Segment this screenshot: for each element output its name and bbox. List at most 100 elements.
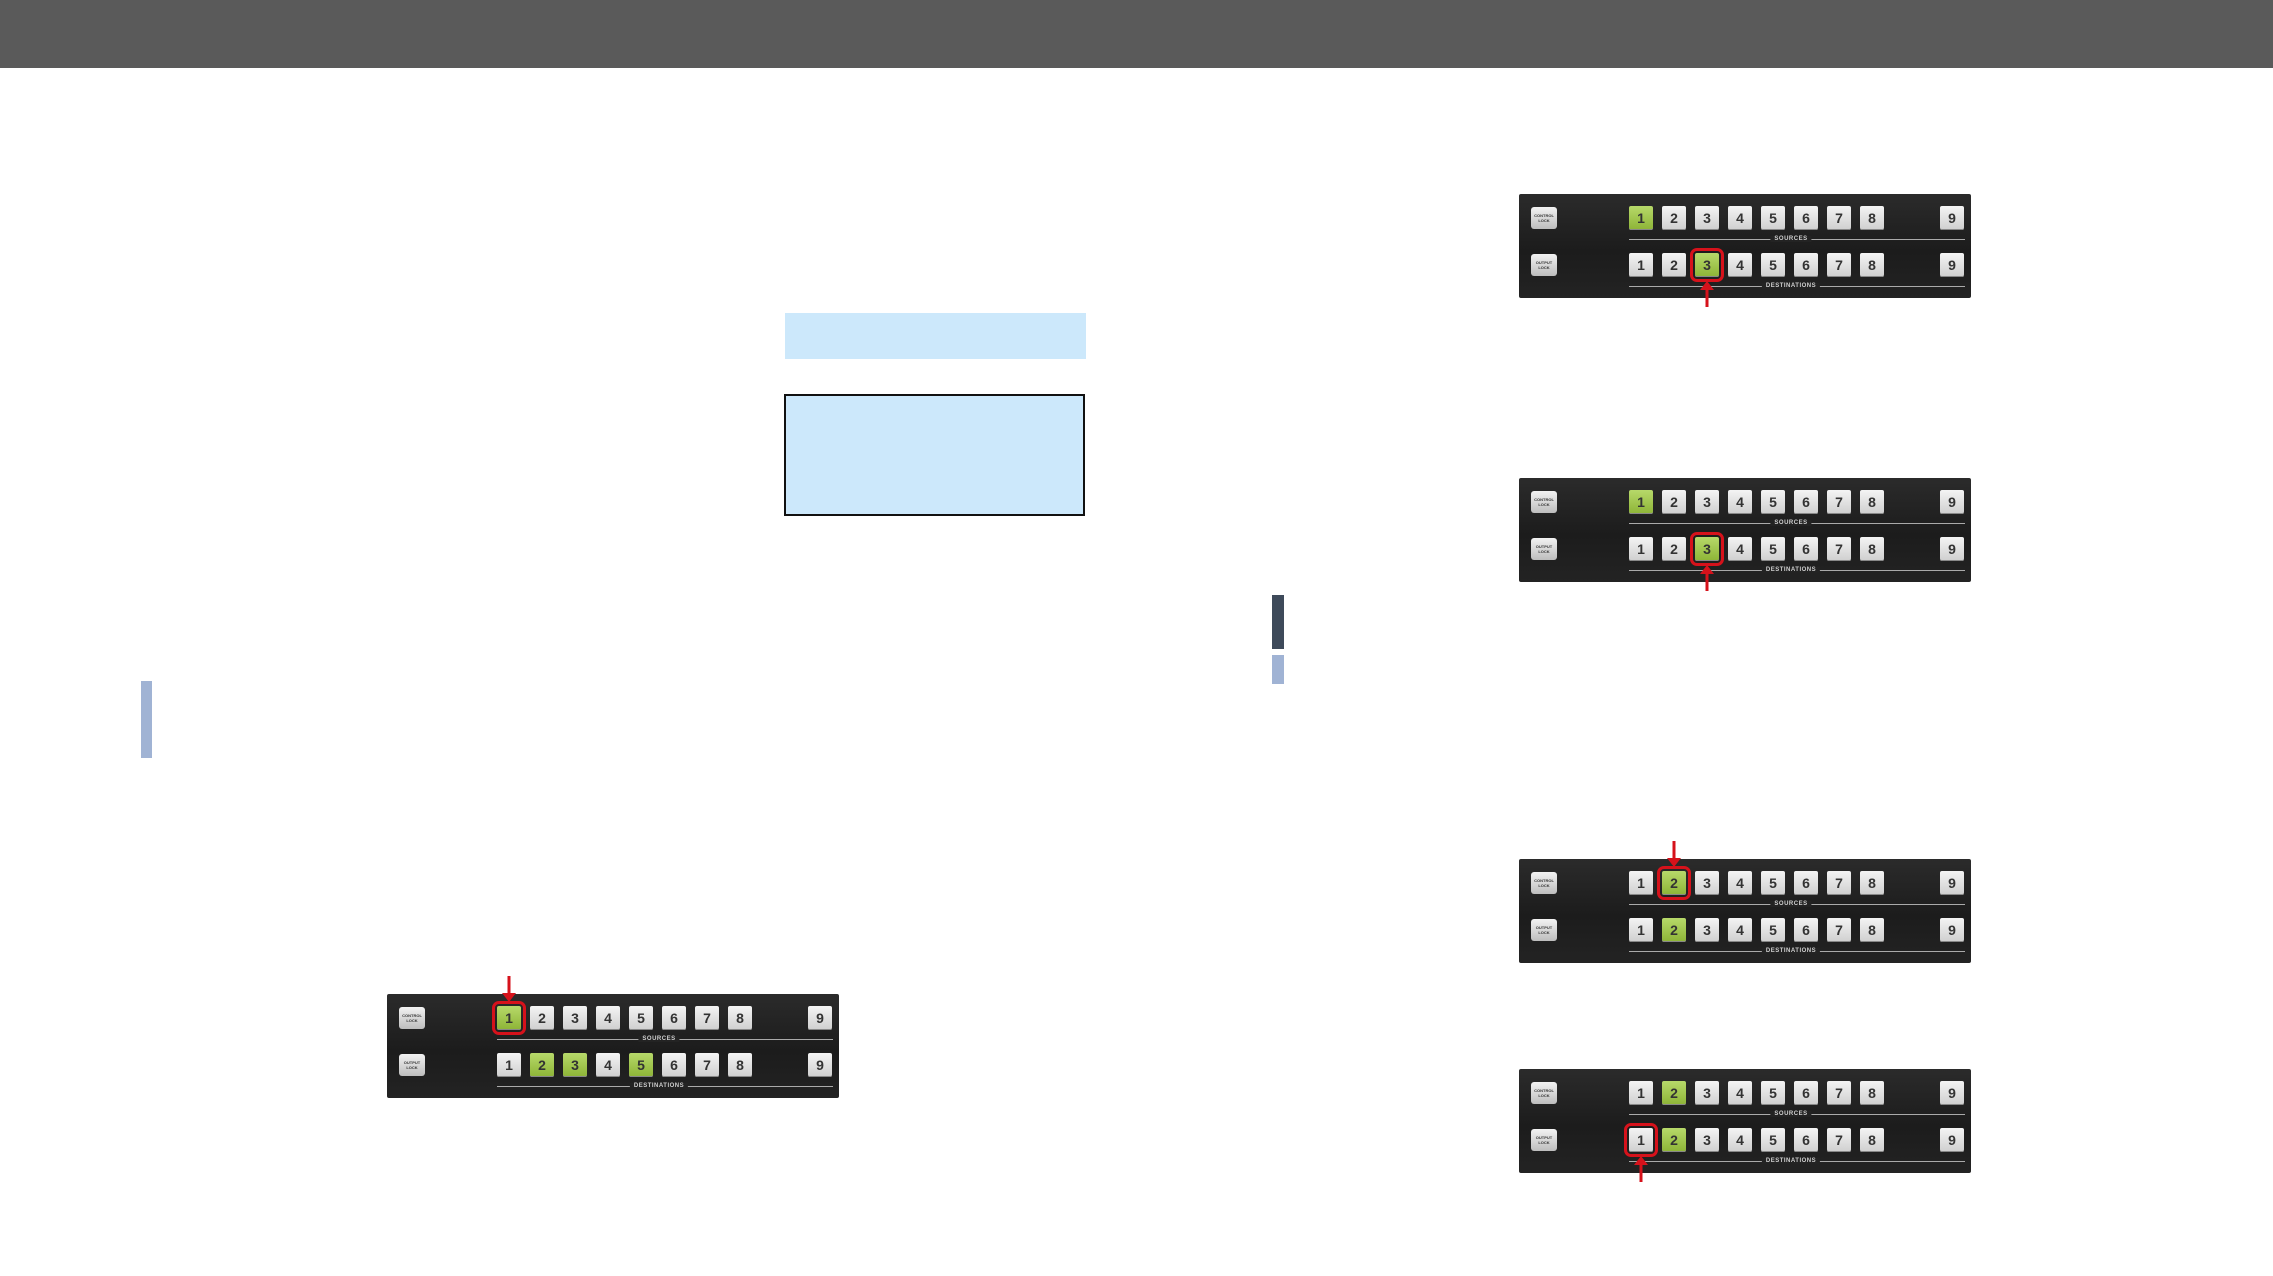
source-key-7[interactable]: 7 [1827, 490, 1851, 514]
destination-key-3[interactable]: 3 [1695, 1128, 1719, 1152]
destination-key-7[interactable]: 7 [1827, 253, 1851, 277]
source-key-6[interactable]: 6 [1794, 871, 1818, 895]
source-key-9[interactable]: 9 [1940, 1081, 1964, 1105]
source-key-4[interactable]: 4 [1728, 1081, 1752, 1105]
destination-key-5[interactable]: 5 [1761, 537, 1785, 561]
source-key-5[interactable]: 5 [1761, 1081, 1785, 1105]
source-key-4[interactable]: 4 [1728, 206, 1752, 230]
source-key-2[interactable]: 2 [1662, 1081, 1686, 1105]
source-key-7[interactable]: 7 [695, 1006, 719, 1030]
source-key-3[interactable]: 3 [1695, 871, 1719, 895]
source-key-5[interactable]: 5 [1761, 490, 1785, 514]
destination-key-3[interactable]: 3 [1695, 918, 1719, 942]
destination-key-8[interactable]: 8 [1860, 1128, 1884, 1152]
source-key-9[interactable]: 9 [1940, 206, 1964, 230]
destination-key-2[interactable]: 2 [1662, 1128, 1686, 1152]
source-key-7[interactable]: 7 [1827, 206, 1851, 230]
source-key-3[interactable]: 3 [1695, 1081, 1719, 1105]
source-key-6[interactable]: 6 [1794, 206, 1818, 230]
source-key-1[interactable]: 1 [1629, 490, 1653, 514]
destination-key-1[interactable]: 1 [1629, 537, 1653, 561]
destination-key-6[interactable]: 6 [1794, 537, 1818, 561]
source-key-4[interactable]: 4 [1728, 490, 1752, 514]
destination-key-9[interactable]: 9 [1940, 253, 1964, 277]
source-key-6[interactable]: 6 [662, 1006, 686, 1030]
destination-key-5[interactable]: 5 [1761, 918, 1785, 942]
source-key-4[interactable]: 4 [1728, 871, 1752, 895]
destination-key-3[interactable]: 3 [1690, 248, 1724, 282]
destination-key-9[interactable]: 9 [1940, 1128, 1964, 1152]
destination-key-4[interactable]: 4 [1728, 918, 1752, 942]
source-key-6[interactable]: 6 [1794, 490, 1818, 514]
destination-key-9[interactable]: 9 [1940, 537, 1964, 561]
source-key-1[interactable]: 1 [1629, 206, 1653, 230]
destination-key-8[interactable]: 8 [1860, 537, 1884, 561]
destination-key-9[interactable]: 9 [1940, 918, 1964, 942]
destination-key-1[interactable]: 1 [1624, 1123, 1658, 1157]
destination-key-3[interactable]: 3 [1690, 532, 1724, 566]
destination-key-2[interactable]: 2 [1662, 918, 1686, 942]
destination-key-1[interactable]: 1 [1629, 918, 1653, 942]
destination-key-5[interactable]: 5 [1761, 1128, 1785, 1152]
destination-key-8[interactable]: 8 [1860, 918, 1884, 942]
source-key-5[interactable]: 5 [1761, 871, 1785, 895]
source-key-8[interactable]: 8 [1860, 206, 1884, 230]
destination-key-2[interactable]: 2 [1662, 537, 1686, 561]
source-key-6[interactable]: 6 [1794, 1081, 1818, 1105]
source-key-4[interactable]: 4 [596, 1006, 620, 1030]
destination-key-5[interactable]: 5 [629, 1053, 653, 1077]
source-key-2[interactable]: 2 [1657, 866, 1691, 900]
destination-key-4[interactable]: 4 [1728, 537, 1752, 561]
destination-key-7[interactable]: 7 [1827, 918, 1851, 942]
source-key-9[interactable]: 9 [1940, 871, 1964, 895]
destination-key-6[interactable]: 6 [662, 1053, 686, 1077]
source-key-8[interactable]: 8 [1860, 1081, 1884, 1105]
destination-key-4[interactable]: 4 [596, 1053, 620, 1077]
source-key-1[interactable]: 1 [1629, 871, 1653, 895]
source-key-2[interactable]: 2 [1662, 490, 1686, 514]
source-key-2[interactable]: 2 [1662, 206, 1686, 230]
destination-key-7[interactable]: 7 [695, 1053, 719, 1077]
source-key-8[interactable]: 8 [728, 1006, 752, 1030]
destination-key-2[interactable]: 2 [1662, 253, 1686, 277]
destination-key-9[interactable]: 9 [808, 1053, 832, 1077]
destination-key-4[interactable]: 4 [1728, 1128, 1752, 1152]
source-key-9[interactable]: 9 [808, 1006, 832, 1030]
destination-key-7[interactable]: 7 [1827, 1128, 1851, 1152]
destination-key-5[interactable]: 5 [1761, 253, 1785, 277]
destination-key-2[interactable]: 2 [530, 1053, 554, 1077]
source-key-1[interactable]: 1 [1629, 1081, 1653, 1105]
source-key-7[interactable]: 7 [1827, 871, 1851, 895]
source-key-8[interactable]: 8 [1860, 871, 1884, 895]
source-key-2[interactable]: 2 [530, 1006, 554, 1030]
source-key-3[interactable]: 3 [563, 1006, 587, 1030]
destination-key-6[interactable]: 6 [1794, 918, 1818, 942]
destination-key-6[interactable]: 6 [1794, 253, 1818, 277]
destination-key-6[interactable]: 6 [1794, 1128, 1818, 1152]
source-key-3[interactable]: 3 [1695, 206, 1719, 230]
destination-key-1[interactable]: 1 [1629, 253, 1653, 277]
destination-key-8[interactable]: 8 [728, 1053, 752, 1077]
destination-key-1[interactable]: 1 [497, 1053, 521, 1077]
destination-key-8[interactable]: 8 [1860, 253, 1884, 277]
source-key-7[interactable]: 7 [1827, 1081, 1851, 1105]
source-key-5[interactable]: 5 [629, 1006, 653, 1030]
destination-key-7[interactable]: 7 [1827, 537, 1851, 561]
source-key-9[interactable]: 9 [1940, 490, 1964, 514]
destination-key-4[interactable]: 4 [1728, 253, 1752, 277]
source-key-5[interactable]: 5 [1761, 206, 1785, 230]
source-key-8[interactable]: 8 [1860, 490, 1884, 514]
source-key-1[interactable]: 1 [492, 1001, 526, 1035]
source-key-3[interactable]: 3 [1695, 490, 1719, 514]
destination-key-3[interactable]: 3 [563, 1053, 587, 1077]
